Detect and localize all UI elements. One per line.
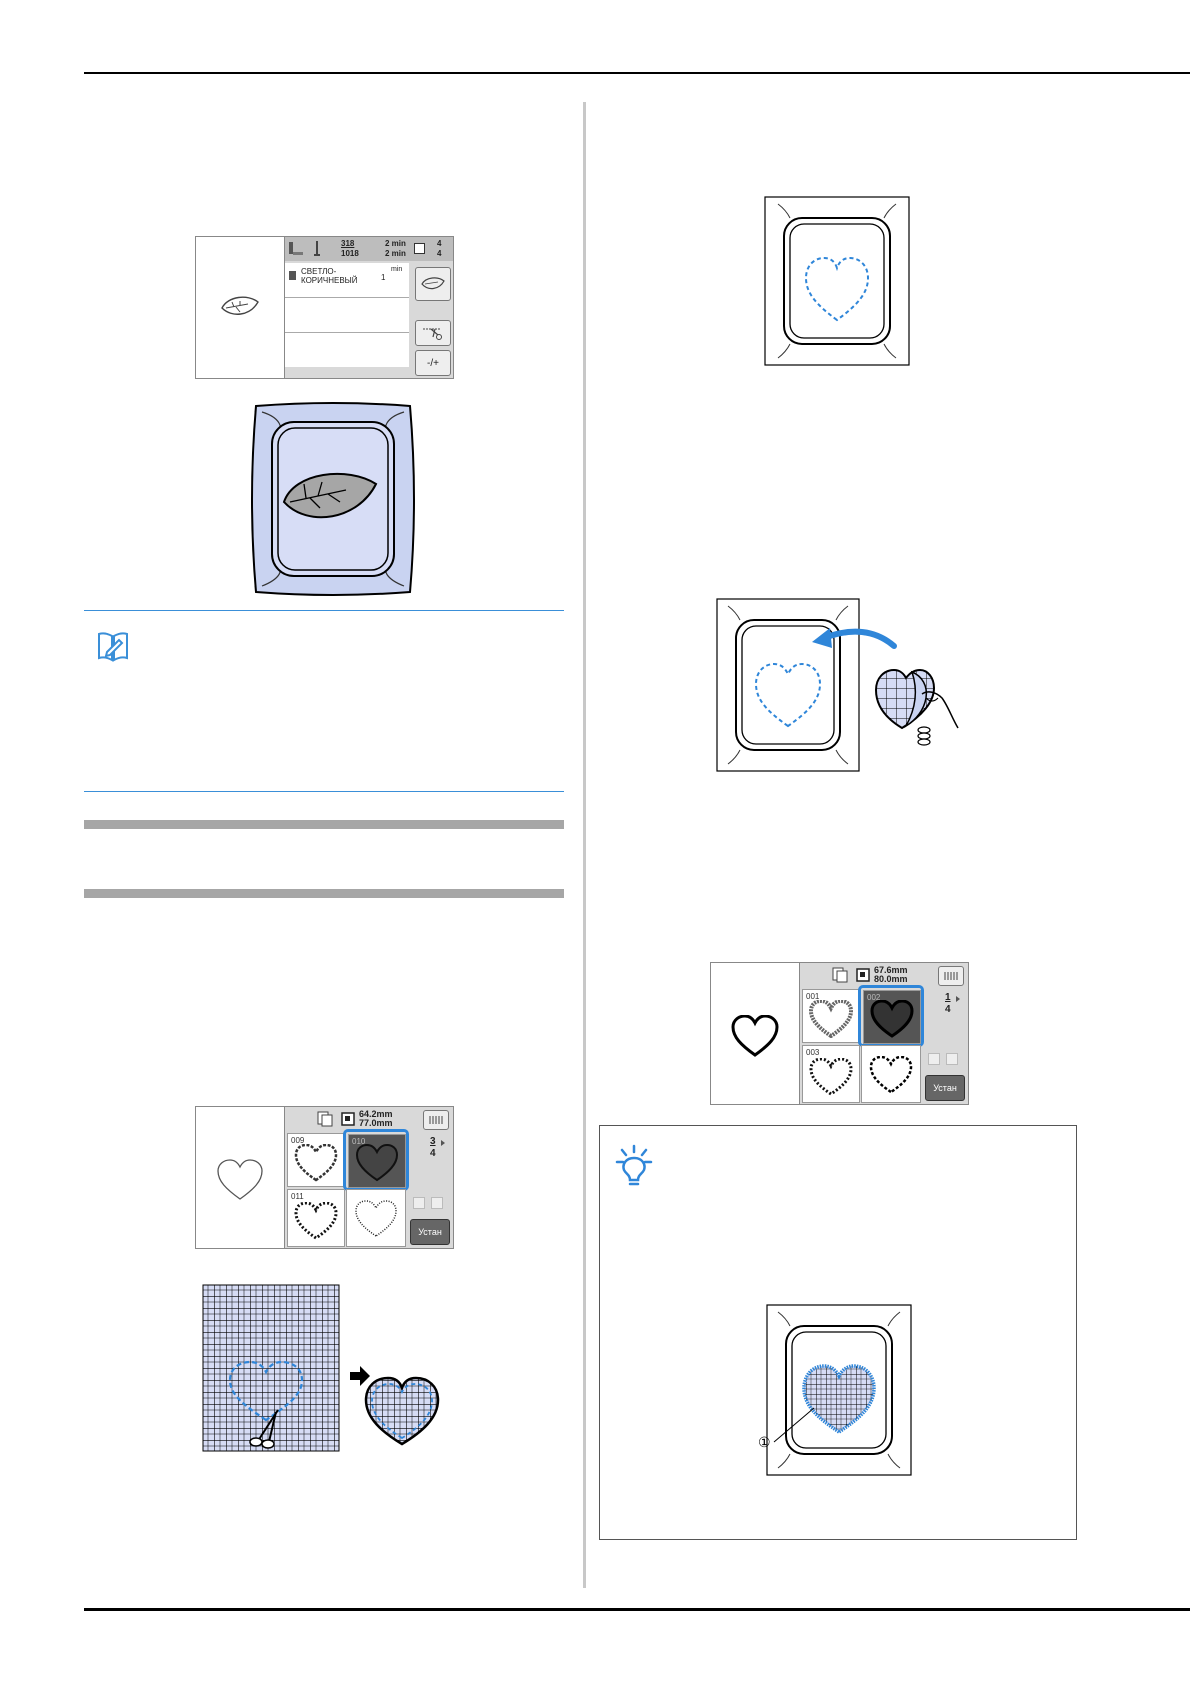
memo-pencil-icon bbox=[98, 632, 128, 662]
page-total: 4 bbox=[430, 1148, 436, 1159]
disabled-option-icons bbox=[926, 1051, 962, 1065]
color-swatch-icon bbox=[414, 243, 425, 254]
pattern-width: 64.2mm bbox=[359, 1109, 393, 1119]
time-current: 2 min bbox=[385, 239, 406, 248]
tension-adjust-button[interactable]: -/+ bbox=[415, 350, 451, 376]
thread-list-empty-1 bbox=[285, 298, 409, 333]
disabled-option-icons bbox=[411, 1195, 447, 1209]
heart-scalloped-icon bbox=[294, 1144, 338, 1182]
pattern-preview-area bbox=[196, 237, 285, 378]
pattern-thumb-009[interactable]: 009 bbox=[287, 1133, 345, 1187]
leaf-icon bbox=[421, 277, 445, 290]
selected-pattern-preview bbox=[196, 1107, 285, 1248]
pattern-width: 67.6mm bbox=[874, 965, 908, 975]
pattern-list-panel: 67.6mm 80.0mm 001 002 1 4 003 bbox=[800, 963, 968, 1104]
pattern-thumb-number: 010 bbox=[352, 1137, 366, 1146]
embroidery-lcd-screen: 318 1018 2 min 2 min 4 4 СВЕТЛО- КОРИЧНЕ… bbox=[195, 236, 454, 379]
tension-adjust-label: -/+ bbox=[427, 357, 439, 369]
time-total: 2 min bbox=[385, 249, 406, 258]
column-divider bbox=[583, 102, 586, 1588]
leaf-pattern-preview bbox=[221, 296, 259, 315]
pattern-list-panel: 64.2mm 77.0mm 009 010 3 4 011 bbox=[285, 1107, 453, 1248]
pattern-thumb-010[interactable]: 010 bbox=[348, 1134, 406, 1188]
finished-applique-illustration bbox=[766, 1304, 912, 1476]
stitch-density-button[interactable] bbox=[423, 1110, 449, 1130]
pattern-size-icon bbox=[856, 968, 870, 982]
heart-bold-preview bbox=[731, 1015, 779, 1057]
status-panel: 318 1018 2 min 2 min 4 4 СВЕТЛО- КОРИЧНЕ… bbox=[285, 237, 453, 378]
fabric-cut-illustration bbox=[202, 1284, 440, 1452]
callout-number: ① bbox=[758, 1434, 771, 1450]
frame-size-icon bbox=[832, 967, 848, 983]
thread-time-unit: min bbox=[391, 266, 403, 273]
density-icon bbox=[429, 1116, 443, 1124]
pattern-select-screen-left: 64.2mm 77.0mm 009 010 3 4 011 bbox=[195, 1106, 454, 1249]
thread-color-chip bbox=[289, 271, 296, 280]
heart-outline-preview bbox=[217, 1159, 263, 1200]
thread-color-name: СВЕТЛО- КОРИЧНЕВЫЙ bbox=[301, 267, 358, 285]
memo-top-line bbox=[84, 610, 564, 611]
scissors-icon bbox=[423, 328, 442, 340]
page-next-arrow-icon[interactable] bbox=[956, 996, 960, 1002]
leaf-hoop-illustration bbox=[251, 402, 415, 596]
pattern-thumb-number: 009 bbox=[291, 1136, 305, 1145]
pattern-select-screen-right: 67.6mm 80.0mm 001 002 1 4 003 bbox=[710, 962, 969, 1105]
heart-filled-icon bbox=[870, 1000, 914, 1038]
stitch-density-button[interactable] bbox=[938, 966, 964, 986]
presser-foot-icon bbox=[289, 242, 303, 255]
frame-size-icon bbox=[317, 1111, 333, 1127]
bottom-rule bbox=[84, 1608, 1190, 1611]
section-heading-band-top bbox=[84, 820, 564, 829]
top-rule bbox=[84, 72, 1190, 74]
progress-bar: 318 1018 2 min 2 min 4 4 bbox=[285, 237, 453, 261]
set-button[interactable]: Устан bbox=[925, 1075, 965, 1101]
needle-icon bbox=[314, 241, 320, 256]
page-total: 4 bbox=[945, 1004, 951, 1015]
heart-stitched-icon bbox=[355, 1200, 397, 1237]
pattern-thumb-011[interactable]: 011 bbox=[287, 1189, 345, 1247]
heart-beaded-icon bbox=[294, 1202, 338, 1240]
pattern-thumb-002[interactable]: 002 bbox=[863, 990, 921, 1044]
pattern-thumb-003[interactable]: 003 bbox=[802, 1045, 860, 1103]
thread-list-empty-2 bbox=[285, 333, 409, 367]
heart-scalloped-icon bbox=[809, 1000, 853, 1038]
pattern-thumb-001[interactable]: 001 bbox=[802, 989, 860, 1043]
pattern-size-icon bbox=[341, 1112, 355, 1126]
pattern-thumb-number: 001 bbox=[806, 992, 820, 1001]
stitch-total: 1018 bbox=[341, 249, 359, 258]
pattern-thumb-number: 003 bbox=[806, 1048, 820, 1057]
pattern-thumb-number: 011 bbox=[291, 1192, 304, 1201]
color-index: 4 bbox=[437, 239, 442, 248]
note-box: ① bbox=[599, 1125, 1077, 1540]
set-button[interactable]: Устан bbox=[410, 1219, 450, 1245]
pattern-thumb-012[interactable] bbox=[346, 1189, 406, 1247]
page-number: 3 bbox=[430, 1136, 436, 1147]
page-next-arrow-icon[interactable] bbox=[441, 1140, 445, 1146]
pattern-thumb-004[interactable] bbox=[861, 1045, 921, 1103]
pattern-height: 80.0mm bbox=[874, 974, 908, 984]
pattern-view-button[interactable] bbox=[415, 267, 451, 301]
pattern-height: 77.0mm bbox=[359, 1118, 393, 1128]
color-total: 4 bbox=[437, 249, 442, 258]
pattern-thumb-number: 002 bbox=[867, 993, 881, 1002]
hoop-placement-line-illustration bbox=[764, 196, 910, 366]
selected-pattern-preview bbox=[711, 963, 800, 1104]
thread-cut-button[interactable] bbox=[415, 320, 451, 346]
page-number: 1 bbox=[945, 992, 951, 1003]
stitch-count: 318 bbox=[341, 239, 355, 248]
thread-time: 1 bbox=[381, 273, 386, 282]
heart-beaded-icon bbox=[809, 1058, 853, 1096]
place-applique-illustration bbox=[716, 598, 959, 772]
section-heading-band-bottom bbox=[84, 889, 564, 898]
heart-zigzag-icon bbox=[869, 1056, 913, 1094]
note-lightbulb-icon bbox=[615, 1144, 653, 1186]
thread-color-row: СВЕТЛО- КОРИЧНЕВЫЙ 1 min bbox=[285, 263, 409, 298]
heart-filled-icon bbox=[355, 1144, 399, 1182]
density-icon bbox=[944, 972, 958, 980]
memo-bottom-line bbox=[84, 791, 564, 792]
